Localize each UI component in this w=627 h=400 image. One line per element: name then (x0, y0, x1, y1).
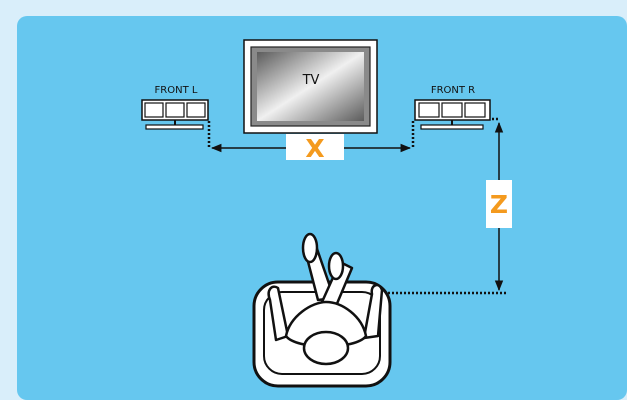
television: TV (243, 39, 378, 134)
dimension-z-label: Z (490, 190, 508, 219)
dimension-x: X (207, 121, 415, 163)
tv-label: TV (302, 73, 320, 88)
front-right-label: FRONT R (431, 85, 475, 96)
front-left-label: FRONT L (155, 85, 198, 96)
speaker-front-left: FRONT L (141, 85, 209, 130)
speaker-icon (141, 99, 209, 130)
dimension-z: Z (384, 117, 512, 295)
listening-position (252, 232, 392, 388)
speaker-front-right: FRONT R (414, 85, 491, 130)
dimension-x-label: X (305, 134, 324, 163)
speaker-icon (414, 99, 491, 130)
listener-icon (267, 232, 384, 366)
